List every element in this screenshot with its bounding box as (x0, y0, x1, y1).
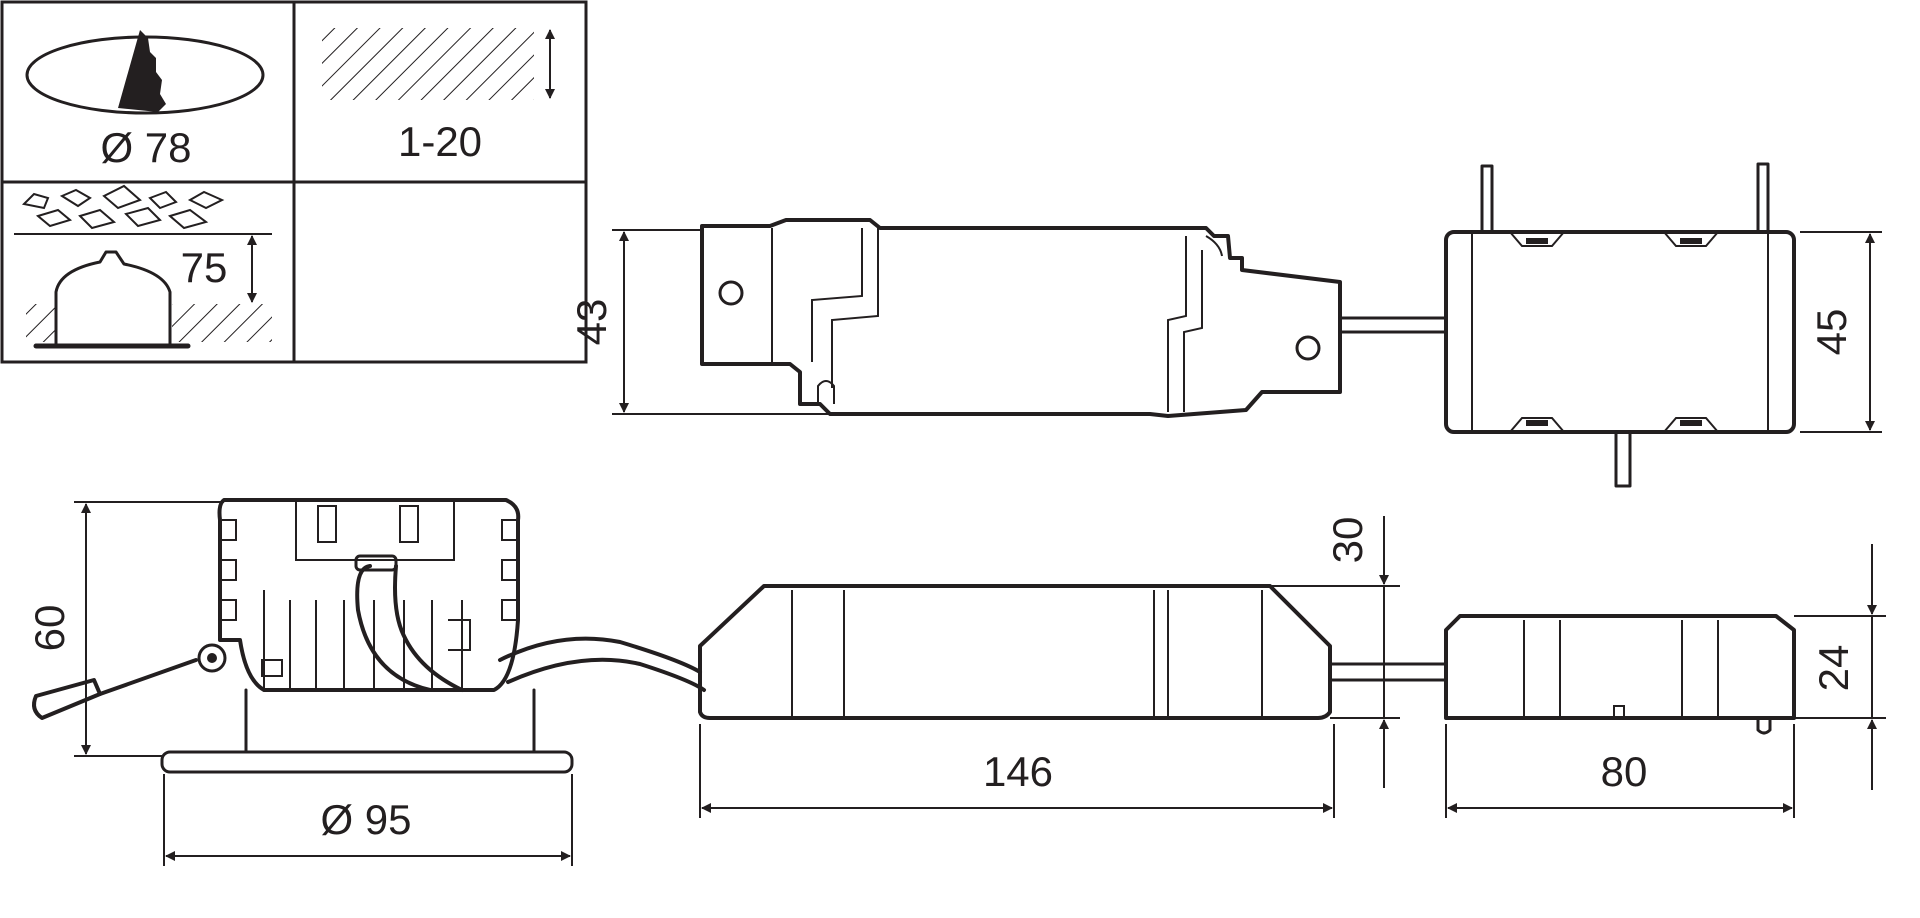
driver-length-label: 146 (983, 748, 1053, 795)
recess-depth-label: 75 (181, 244, 228, 291)
terminal-top-height-label: 45 (1808, 309, 1855, 356)
spot-height-label: 60 (26, 605, 73, 652)
driver-top-height-label: 43 (568, 299, 615, 346)
driver-side-height-dimension (1272, 516, 1400, 788)
spot-diameter-dimension (163, 774, 573, 866)
spot-luminaire-side-view (32, 498, 706, 774)
terminal-side-height-dimension (1794, 544, 1886, 790)
ceiling-thickness-icon (322, 28, 555, 100)
installation-icons-panel (0, 0, 588, 364)
driver-side-view (698, 584, 1448, 720)
terminal-side-height-label: 24 (1810, 645, 1857, 692)
terminal-length-label: 80 (1601, 748, 1648, 795)
terminal-top-height-dimension (1800, 231, 1882, 433)
ceiling-thickness-label: 1-20 (398, 118, 482, 165)
driver-top-height-dimension (612, 229, 830, 415)
cutout-saw-icon (25, 30, 265, 115)
terminal-length-dimension (1445, 724, 1795, 818)
terminal-box-top-view (1444, 162, 1796, 488)
driver-side-height-label: 30 (1324, 517, 1371, 564)
spot-diameter-label: Ø 95 (320, 796, 411, 843)
insulation-recess-icon (14, 184, 272, 349)
spot-height-dimension (74, 501, 224, 757)
driver-top-view (700, 218, 1448, 418)
cutout-diameter-label: Ø 78 (100, 124, 191, 171)
driver-length-dimension (699, 724, 1335, 818)
terminal-box-side-view (1444, 614, 1796, 735)
